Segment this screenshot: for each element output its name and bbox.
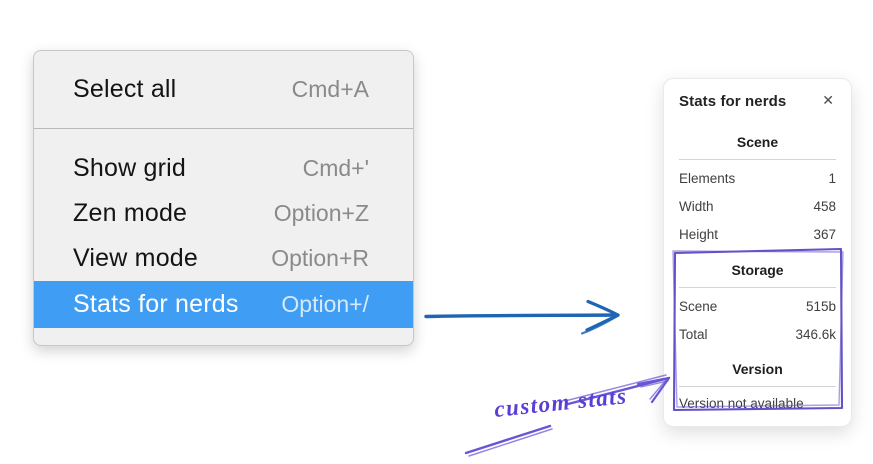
menu-item-label: Show grid [73,154,186,182]
close-icon: ✕ [822,93,834,109]
menu-item-shortcut: Cmd+' [302,155,369,181]
stat-label: Elements [679,171,736,186]
menu-item-shortcut: Option+R [271,245,369,271]
menu-item-select-all[interactable]: Select all Cmd+A [34,51,413,128]
stat-row-height: Height 367 [679,221,836,249]
stat-row-total-storage: Total 346.6k [679,321,836,349]
section-divider [679,386,836,387]
menu-item-shortcut: Cmd+A [291,76,369,102]
scene-section-header: Scene [736,134,779,150]
menu-spacer [34,129,413,146]
stat-value: 458 [813,199,836,214]
stat-value: 367 [813,227,836,242]
stats-panel-titlebar: Stats for nerds ✕ [679,92,836,110]
purple-arrow [464,374,671,457]
stat-value: 346.6k [795,327,836,342]
menu-item-view-mode[interactable]: View mode Option+R [34,236,413,281]
menu-item-label: Zen mode [73,199,188,227]
stats-panel: Stats for nerds ✕ Scene Elements 1 Width… [663,78,852,427]
menu-item-stats-for-nerds[interactable]: Stats for nerds Option+/ [34,281,413,328]
menu-item-label: Stats for nerds [73,290,239,318]
stat-value: 515b [805,299,836,314]
stat-label: Width [679,199,714,214]
context-menu: Select all Cmd+A Show grid Cmd+' Zen mod… [33,50,414,346]
stat-row-scene-storage: Scene 515b [679,293,836,321]
close-button[interactable]: ✕ [820,92,836,110]
storage-section-header: Storage [731,262,784,278]
stat-label: Scene [679,299,718,314]
blue-arrow [424,299,620,335]
custom-stats-label: custom stats [493,383,629,422]
menu-item-shortcut: Option+/ [281,291,369,317]
stat-row-elements: Elements 1 [679,165,836,193]
menu-divider [34,128,413,129]
section-divider [679,159,836,160]
stat-label: Height [679,227,719,242]
menu-item-shortcut: Option+Z [273,200,369,226]
stat-row-width: Width 458 [679,193,836,221]
version-note: Version not available [679,396,804,411]
stat-label: Total [679,327,708,342]
menu-item-show-grid[interactable]: Show grid Cmd+' [34,146,413,191]
menu-item-label: View mode [73,244,199,272]
version-section-header: Version [732,361,783,377]
stat-value: 1 [828,171,836,186]
menu-item-zen-mode[interactable]: Zen mode Option+Z [34,191,413,236]
section-divider [679,287,836,288]
stats-panel-title: Stats for nerds [679,92,787,110]
menu-item-label: Select all [73,75,177,103]
